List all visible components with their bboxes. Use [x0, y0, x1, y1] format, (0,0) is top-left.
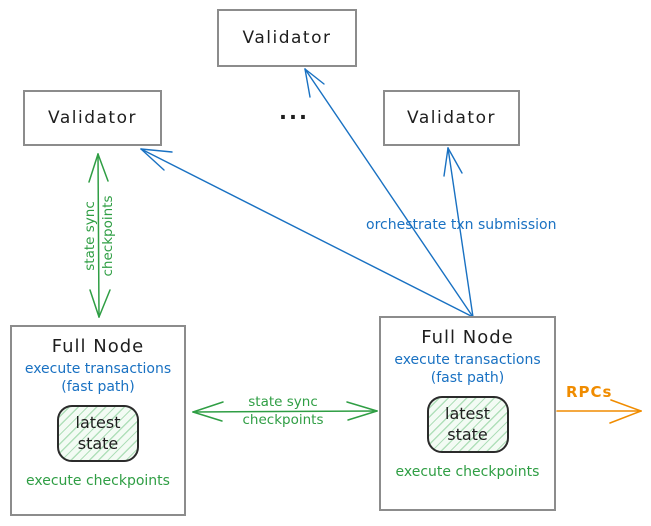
txn-submission-arrows: [140, 68, 474, 318]
state-sync-horizontal-arrow: [192, 401, 378, 422]
validator-label: Validator: [48, 108, 137, 128]
execute-checkpoints-text: execute checkpoints: [26, 473, 170, 489]
validator-box-left: Validator: [23, 90, 162, 146]
validator-label: Validator: [407, 108, 496, 128]
state-sync-vertical-label: state sync checkpoints: [82, 195, 116, 277]
fast-path-text: execute transactions (fast path): [394, 352, 541, 386]
state-sync-vertical-arrow: [88, 153, 111, 318]
validator-label: Validator: [242, 28, 332, 48]
fast-path-text: execute transactions (fast path): [24, 361, 172, 395]
full-node-left-box: Full Node execute transactions (fast pat…: [10, 325, 186, 516]
rpcs-label: RPCs: [566, 383, 613, 401]
latest-state-box: latest state: [426, 396, 509, 453]
state-sync-horizontal-label: state sync checkpoints: [242, 394, 324, 428]
validator-box-top: Validator: [217, 9, 357, 67]
full-node-right-box: Full Node execute transactions (fast pat…: [379, 316, 556, 511]
latest-state-box: latest state: [57, 405, 139, 462]
full-node-title: Full Node: [421, 327, 514, 348]
validator-box-right: Validator: [383, 90, 520, 146]
orchestrate-txn-label: orchestrate txn submission: [366, 217, 557, 233]
execute-checkpoints-text: execute checkpoints: [395, 464, 540, 480]
more-validators-ellipsis: ...: [279, 100, 309, 124]
full-node-title: Full Node: [51, 336, 145, 357]
rpcs-arrow: [556, 399, 642, 424]
